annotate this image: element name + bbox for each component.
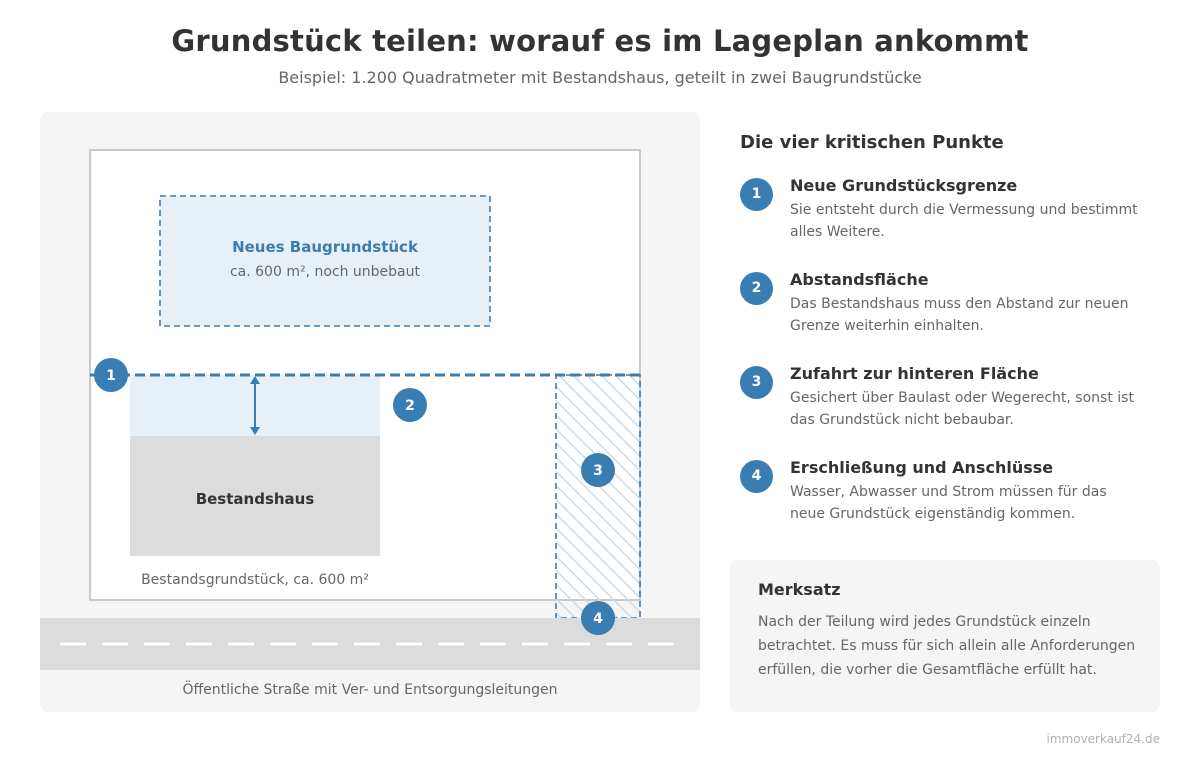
point-title: Abstandsfläche: [790, 270, 929, 289]
point-number-badge: 3: [740, 366, 773, 399]
new-plot-title: Neues Baugrundstück: [232, 238, 419, 256]
marker-1: 1: [94, 358, 128, 392]
new-plot-desc: ca. 600 m², noch unbebaut: [230, 264, 421, 280]
site-plan-diagram: Neues Baugrundstück ca. 600 m², noch unb…: [40, 149, 700, 698]
svg-text:2: 2: [405, 398, 415, 414]
svg-text:4: 4: [593, 611, 603, 627]
marker-2: 2: [393, 388, 427, 422]
setback-arrow-head-top: [250, 376, 260, 384]
point-description: Wasser, Abwasser und Strom müssen für da…: [790, 484, 1107, 522]
house-label: Bestandshaus: [196, 490, 315, 508]
new-plot: [159, 195, 491, 327]
street-label: Öffentliche Straße mit Ver- und Entsorgu…: [182, 680, 557, 698]
page-subtitle: Beispiel: 1.200 Quadratmeter mit Bestand…: [278, 68, 922, 87]
svg-text:1: 1: [106, 368, 116, 384]
merksatz-box: Merksatz Nach der Teilung wird jedes Gru…: [730, 560, 1160, 712]
point-title: Zufahrt zur hinteren Fläche: [790, 364, 1039, 383]
point-title: Neue Grundstücksgrenze: [790, 176, 1018, 195]
existing-house: [130, 436, 380, 556]
svg-text:3: 3: [593, 463, 603, 479]
merksatz-text: Nach der Teilung wird jedes Grundstück e…: [758, 614, 1136, 678]
source-credit: immoverkauf24.de: [1046, 732, 1160, 746]
point-title: Erschließung und Anschlüsse: [790, 458, 1054, 477]
point-number-badge: 4: [740, 460, 773, 493]
access-driveway: [555, 374, 641, 619]
marker-4: 4: [581, 601, 615, 635]
page-title: Grundstück teilen: worauf es im Lageplan…: [171, 24, 1029, 58]
setback-arrow-head-bottom: [250, 427, 260, 435]
merksatz-title: Merksatz: [758, 580, 841, 599]
existing-plot-label: Bestandsgrundstück, ca. 600 m²: [141, 572, 369, 588]
points-heading: Die vier kritischen Punkte: [740, 132, 1004, 153]
point-description: Das Bestandshaus muss den Abstand zur ne…: [790, 296, 1129, 334]
point-description: Sie entsteht durch die Vermessung und be…: [790, 202, 1138, 240]
marker-3: 3: [581, 453, 615, 487]
point-number-badge: 1: [740, 178, 773, 211]
point-number-badge: 2: [740, 272, 773, 305]
site-plan-panel: Neues Baugrundstück ca. 600 m², noch unb…: [40, 112, 700, 712]
point-description: Gesichert über Baulast oder Wegerecht, s…: [790, 390, 1134, 428]
